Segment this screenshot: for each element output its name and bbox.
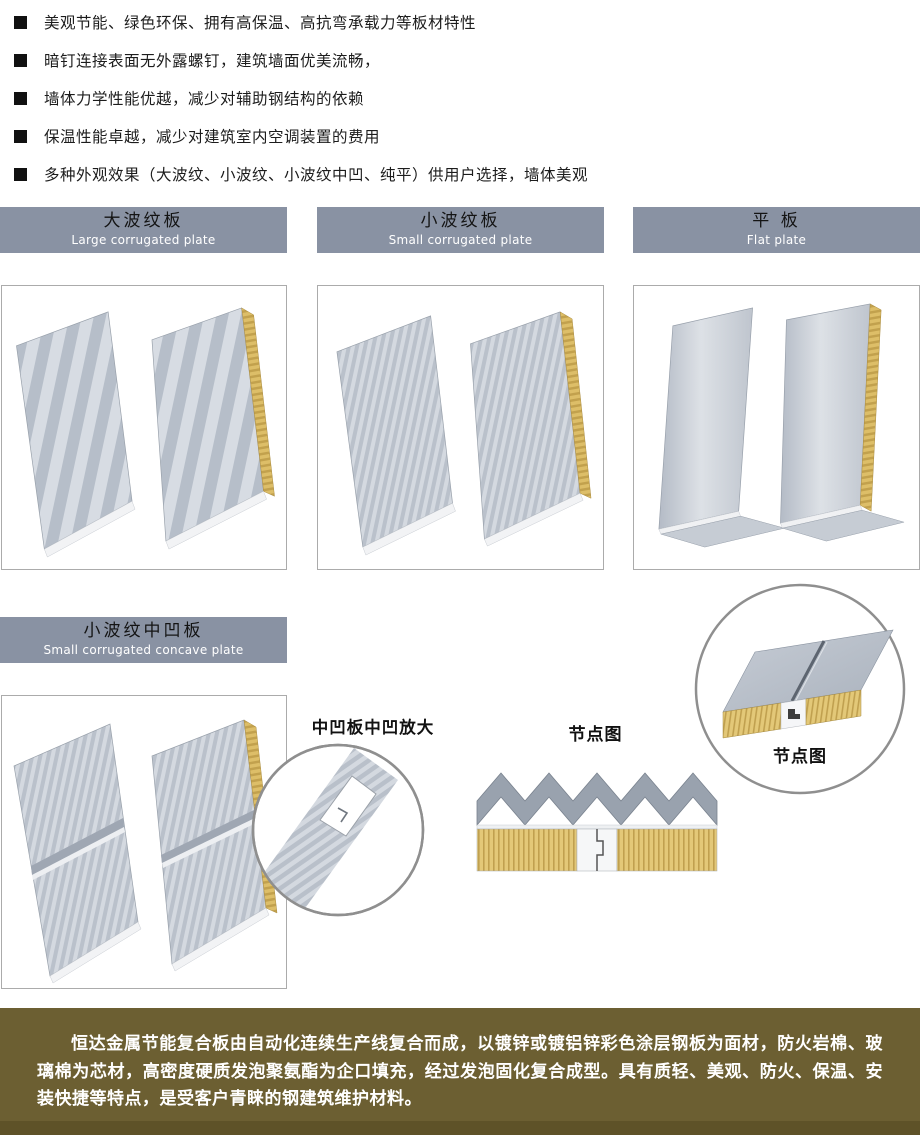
- node-diagram-center-image: [473, 753, 718, 873]
- feature-bullet: 暗钉连接表面无外露螺钉，建筑墙面优美流畅，: [14, 48, 380, 72]
- feature-bullet: 美观节能、绿色环保、拥有高保温、高抗弯承载力等板材特性: [14, 10, 476, 34]
- section-title-cn: 大波纹板: [103, 211, 184, 231]
- bullet-square-icon: [14, 91, 27, 105]
- large-corrugated-panel-image: [1, 285, 287, 570]
- feature-bullet: 墙体力学性能优越，减少对辅助钢结构的依赖: [14, 86, 364, 110]
- section-title-en: Flat plate: [746, 233, 807, 247]
- section-header-small-corrugated: 小波纹板 Small corrugated plate: [317, 207, 604, 253]
- feature-bullet: 多种外观效果（大波纹、小波纹、小波纹中凹、纯平）供用户选择，墙体美观: [14, 162, 588, 186]
- node-diagram-center-label: 节点图: [568, 725, 623, 745]
- section-header-flat-plate: 平 板 Flat plate: [633, 207, 920, 253]
- bullet-square-icon: [14, 129, 27, 143]
- node-diagram-right-label: 节点图: [773, 747, 827, 767]
- feature-text: 多种外观效果（大波纹、小波纹、小波纹中凹、纯平）供用户选择，墙体美观: [44, 166, 589, 184]
- section-header-large-corrugated: 大波纹板 Large corrugated plate: [0, 207, 287, 253]
- footer-banner: 恒达金属节能复合板由自动化连续生产线复合而成，以镀锌或镀铝锌彩色涂层钢板为面材，…: [0, 1008, 920, 1135]
- section-title-en: Small corrugated plate: [388, 233, 533, 247]
- section-title-cn: 小波纹板: [420, 211, 501, 231]
- footer-description: 恒达金属节能复合板由自动化连续生产线复合而成，以镀锌或镀铝锌彩色涂层钢板为面材，…: [37, 1034, 883, 1110]
- concave-zoom-circle-image: [250, 742, 426, 918]
- feature-text: 美观节能、绿色环保、拥有高保温、高抗弯承载力等板材特性: [44, 14, 477, 32]
- section-header-concave: 小波纹中凹板 Small corrugated concave plate: [0, 617, 287, 663]
- small-corrugated-panel-image: [317, 285, 604, 570]
- feature-text: 墙体力学性能优越，减少对辅助钢结构的依赖: [44, 90, 365, 108]
- section-title-en: Small corrugated concave plate: [43, 643, 244, 657]
- feature-bullet: 保温性能卓越，减少对建筑室内空调装置的费用: [14, 124, 380, 148]
- concave-zoom-label: 中凹板中凹放大: [311, 718, 435, 737]
- bullet-square-icon: [14, 53, 27, 67]
- section-title-en: Large corrugated plate: [71, 233, 216, 247]
- section-title-cn: 平 板: [752, 211, 801, 231]
- bullet-square-icon: [14, 15, 27, 29]
- footer-bottom-strip: [0, 1121, 920, 1135]
- section-title-cn: 小波纹中凹板: [83, 621, 204, 641]
- feature-text: 保温性能卓越，减少对建筑室内空调装置的费用: [44, 128, 381, 146]
- feature-text: 暗钉连接表面无外露螺钉，建筑墙面优美流畅，: [44, 52, 381, 70]
- node-diagram-right-image: [693, 582, 907, 796]
- concave-panel-image: [1, 695, 287, 989]
- flat-plate-image: [633, 285, 920, 570]
- bullet-square-icon: [14, 167, 27, 181]
